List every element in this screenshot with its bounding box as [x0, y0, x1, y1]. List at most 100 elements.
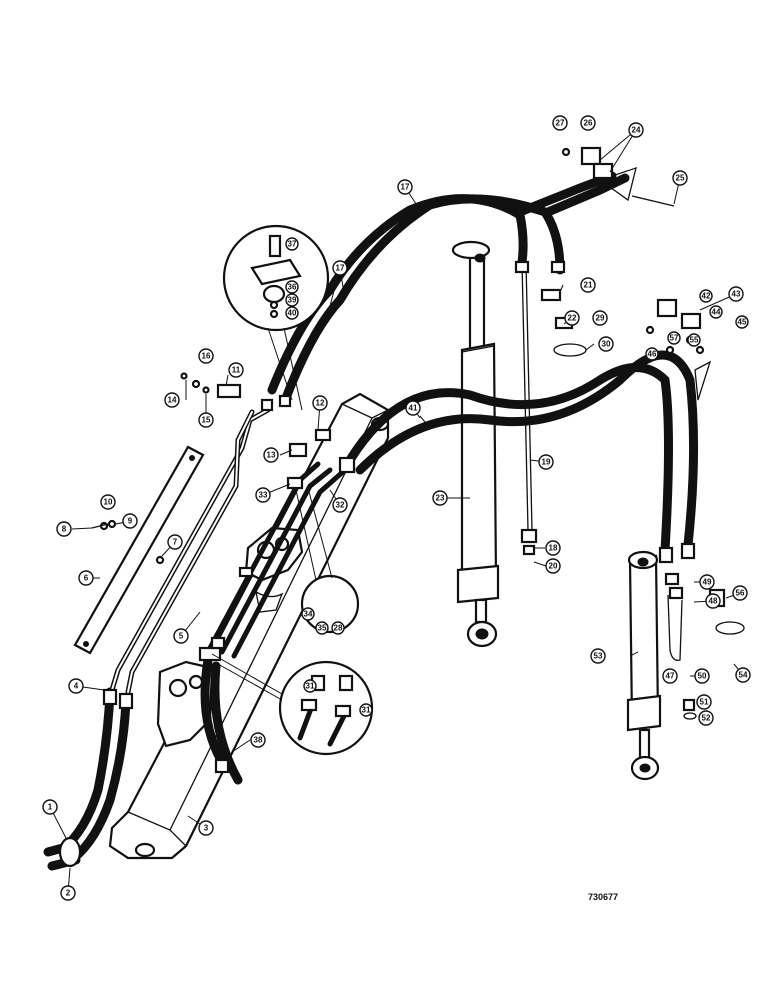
callout-50: 50	[694, 668, 710, 684]
svg-text:10: 10	[104, 498, 113, 507]
callout-44: 44	[709, 305, 723, 319]
callout-56: 56	[732, 585, 748, 601]
svg-text:45: 45	[738, 318, 747, 327]
callout-34: 34	[301, 607, 315, 621]
callout-16: 16	[198, 348, 214, 364]
svg-text:51: 51	[700, 698, 709, 707]
callout-53: 53	[590, 648, 606, 664]
inset-tube-fitting-detail	[295, 487, 360, 634]
svg-text:34: 34	[304, 610, 313, 619]
svg-text:13: 13	[267, 451, 276, 460]
callout-47: 47	[662, 668, 678, 684]
svg-text:25: 25	[676, 174, 685, 183]
svg-text:32: 32	[336, 501, 345, 510]
callout-39: 39	[285, 293, 299, 307]
callout-7: 7	[167, 534, 183, 550]
figure-reference-number: 730677	[588, 892, 618, 902]
svg-text:28: 28	[334, 624, 343, 633]
callout-5: 5	[173, 628, 189, 644]
callout-45: 45	[735, 315, 749, 329]
svg-text:31: 31	[362, 706, 371, 715]
svg-text:11: 11	[232, 366, 241, 375]
callout-48: 48	[705, 593, 721, 609]
callout-25: 25	[672, 170, 688, 186]
callout-41: 41	[405, 400, 421, 416]
svg-text:43: 43	[732, 290, 741, 299]
svg-text:41: 41	[409, 404, 418, 413]
svg-text:9: 9	[128, 517, 133, 526]
svg-text:53: 53	[594, 652, 603, 661]
callout-51: 51	[696, 694, 712, 710]
callout-55: 55	[687, 333, 701, 347]
callout-12: 12	[312, 395, 328, 411]
svg-text:49: 49	[703, 578, 712, 587]
callout-28: 28	[331, 621, 345, 635]
callout-10: 10	[100, 494, 116, 510]
svg-text:8: 8	[62, 525, 67, 534]
svg-text:46: 46	[648, 350, 657, 359]
callout-3: 3	[198, 820, 214, 836]
callout-17-upper: 17	[397, 179, 413, 195]
boom-cylinder	[451, 240, 500, 648]
svg-text:17: 17	[336, 264, 345, 273]
svg-text:3: 3	[204, 824, 209, 833]
svg-text:56: 56	[736, 589, 745, 598]
svg-text:5: 5	[179, 632, 184, 641]
callout-15: 15	[198, 412, 214, 428]
svg-text:24: 24	[632, 126, 641, 135]
svg-text:36: 36	[288, 283, 297, 292]
steel-tubes	[109, 261, 683, 695]
callout-31-lower: 31	[359, 703, 373, 717]
svg-text:47: 47	[666, 672, 675, 681]
svg-text:39: 39	[288, 296, 297, 305]
callout-4: 4	[68, 678, 84, 694]
svg-text:27: 27	[556, 119, 565, 128]
svg-text:48: 48	[709, 597, 718, 606]
callout-23: 23	[432, 490, 448, 506]
callout-24: 24	[628, 122, 644, 138]
callout-14: 14	[164, 392, 180, 408]
svg-text:55: 55	[690, 336, 699, 345]
callout-27: 27	[552, 115, 568, 131]
svg-text:21: 21	[584, 281, 593, 290]
callout-36: 36	[285, 280, 299, 294]
callout-19: 19	[538, 454, 554, 470]
boom-mount-bracket-lower	[156, 660, 214, 748]
callout-17-lower: 17	[332, 260, 348, 276]
callout-49: 49	[699, 574, 715, 590]
svg-text:1: 1	[48, 803, 53, 812]
svg-text:33: 33	[259, 491, 268, 500]
svg-text:52: 52	[702, 714, 711, 723]
callout-32: 32	[332, 497, 348, 513]
svg-text:37: 37	[288, 240, 297, 249]
svg-text:23: 23	[436, 494, 445, 503]
inset-hose-end-detail	[211, 653, 374, 756]
inset-clamp-detail	[222, 224, 330, 411]
svg-text:16: 16	[202, 352, 211, 361]
svg-text:15: 15	[202, 416, 211, 425]
svg-text:30: 30	[602, 340, 611, 349]
callout-33: 33	[255, 487, 271, 503]
svg-text:20: 20	[549, 562, 558, 571]
callout-6: 6	[78, 570, 94, 586]
svg-text:29: 29	[596, 314, 605, 323]
callout-42: 42	[699, 289, 713, 303]
svg-text:42: 42	[702, 292, 711, 301]
callout-40: 40	[285, 306, 299, 320]
svg-text:12: 12	[316, 399, 325, 408]
callout-52: 52	[698, 710, 714, 726]
callout-29: 29	[592, 310, 608, 326]
callout-54: 54	[735, 667, 751, 683]
callout-2: 2	[60, 885, 76, 901]
svg-text:50: 50	[698, 672, 707, 681]
callout-26: 26	[580, 115, 596, 131]
svg-text:6: 6	[84, 574, 89, 583]
callout-8: 8	[56, 521, 72, 537]
callout-21: 21	[580, 277, 596, 293]
callout-11: 11	[228, 362, 244, 378]
bracket-plate	[73, 445, 205, 655]
svg-text:4: 4	[74, 682, 79, 691]
svg-text:44: 44	[712, 308, 721, 317]
svg-text:26: 26	[584, 119, 593, 128]
